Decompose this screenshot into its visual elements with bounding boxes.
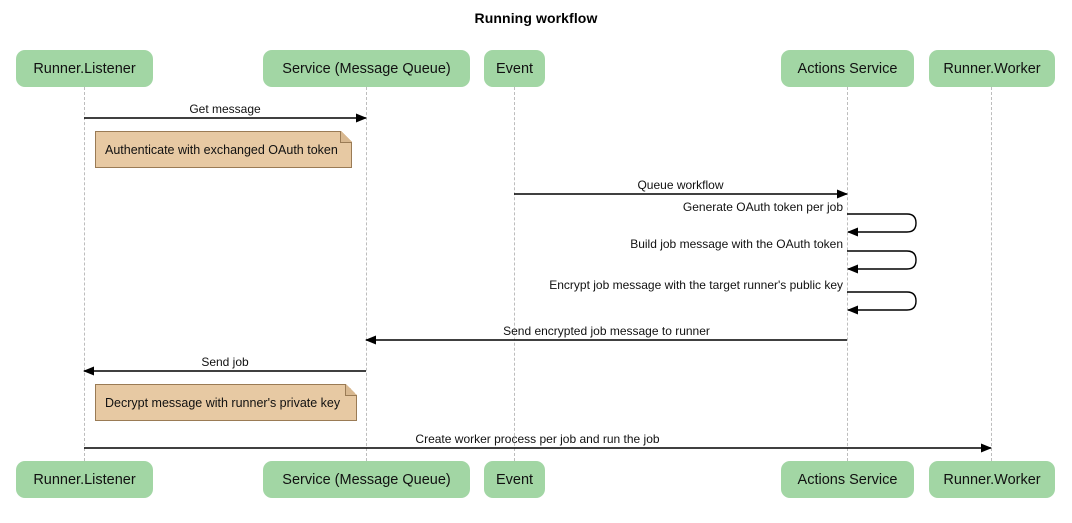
message-label-m8: Create worker process per job and run th… [415,432,660,446]
participant-footer-event[interactable]: Event [484,461,545,498]
message-label-m3: Generate OAuth token per job [682,200,843,214]
participant-header-actions[interactable]: Actions Service [781,50,914,87]
participant-footer-worker[interactable]: Runner.Worker [929,461,1055,498]
lifeline-queue [366,87,367,461]
lifeline-worker [991,87,992,461]
message-label-m5: Encrypt job message with the target runn… [549,278,843,292]
participant-header-event[interactable]: Event [484,50,545,87]
message-label-m4: Build job message with the OAuth token [630,237,843,251]
diagram-title: Running workflow [474,10,598,26]
message-label-m2: Queue workflow [637,178,724,192]
note-n1: Authenticate with exchanged OAuth token [95,131,352,168]
message-self-m4 [847,250,917,274]
message-label-m7: Send job [201,355,249,369]
note-fold-corner-icon [340,131,352,143]
note-n2: Decrypt message with runner's private ke… [95,384,357,421]
lifeline-actions [847,87,848,461]
lifeline-event [514,87,515,461]
participant-header-queue[interactable]: Service (Message Queue) [263,50,470,87]
participant-footer-listener[interactable]: Runner.Listener [16,461,153,498]
message-label-m6: Send encrypted job message to runner [503,324,710,338]
note-fold-corner-icon [345,384,357,396]
participant-header-listener[interactable]: Runner.Listener [16,50,153,87]
message-self-m5 [847,291,917,315]
participant-footer-actions[interactable]: Actions Service [781,461,914,498]
message-self-m3 [847,213,917,237]
lifeline-listener [84,87,85,461]
note-text: Decrypt message with runner's private ke… [105,395,341,410]
participant-footer-queue[interactable]: Service (Message Queue) [263,461,470,498]
message-label-m1: Get message [189,102,261,116]
note-text: Authenticate with exchanged OAuth token [105,142,338,157]
participant-header-worker[interactable]: Runner.Worker [929,50,1055,87]
